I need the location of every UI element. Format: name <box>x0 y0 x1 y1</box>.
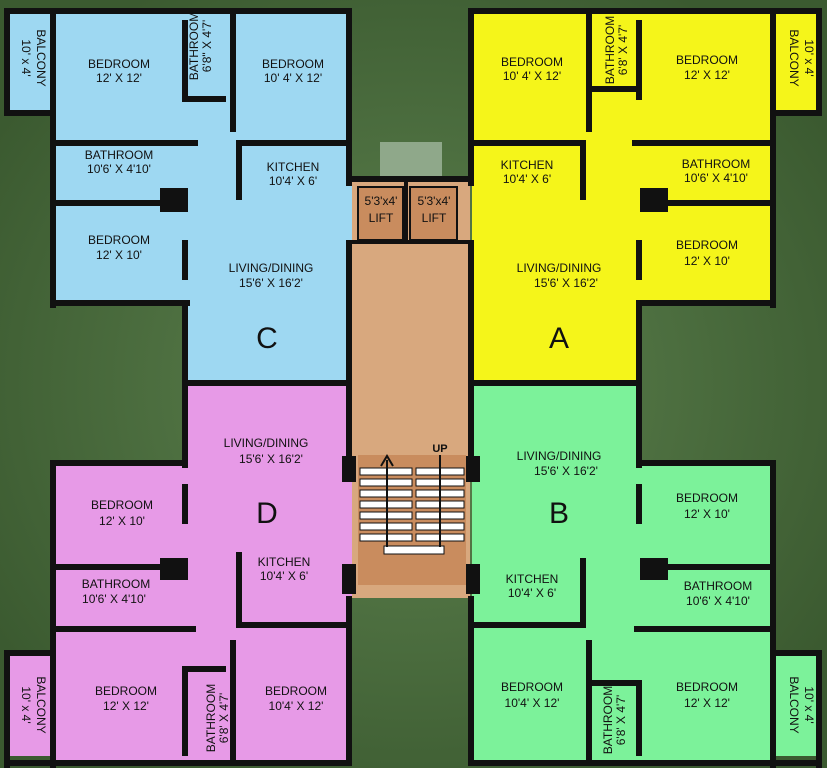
unit-c: BALCONY 10' x 4' BEDROOM 12' X 12' BATHR… <box>4 8 352 386</box>
unit-c-balcony-label: BALCONY <box>34 29 48 86</box>
unit-c-floor <box>50 8 352 382</box>
core-walls <box>342 176 480 594</box>
unit-d-walls <box>4 386 352 768</box>
unit-a-bedroom-mid-label: BEDROOM <box>676 238 738 252</box>
unit-d-floor <box>50 386 352 760</box>
unit-d-bathroom-small-label: BATHROOM <box>204 684 218 752</box>
unit-d-bedroom-bottom-right-label: BEDROOM <box>265 684 327 698</box>
unit-b-bedroom-mid-dim: 12' X 10' <box>684 507 730 521</box>
unit-c-bedroom-mid-dim: 12' X 10' <box>96 248 142 262</box>
unit-a: BALCONY 10' x 4' BEDROOM 10' 4' X 12' BA… <box>468 8 822 386</box>
unit-a-floor <box>472 8 776 382</box>
unit-a-balcony-dim: 10' x 4' <box>802 39 816 76</box>
unit-d-bedroom-mid-dim: 12' X 10' <box>99 514 145 528</box>
unit-d-bathroom-dim: 10'6' X 4'10' <box>82 592 146 606</box>
unit-c-balcony-dim: 10' x 4' <box>19 39 33 76</box>
unit-c-letter: C <box>256 322 278 355</box>
unit-b-living-label: LIVING/DINING <box>517 449 602 463</box>
unit-c-bathroom-dim: 10'6' X 4'10' <box>87 162 151 176</box>
unit-c-bedroom-top-right-dim: 10' 4' X 12' <box>264 71 322 85</box>
unit-c-bedroom-top-left-label: BEDROOM <box>88 57 150 71</box>
unit-b-bedroom-bottom-right-dim: 12' X 12' <box>684 696 730 710</box>
unit-a-bedroom-top-left-label: BEDROOM <box>501 55 563 69</box>
unit-d-living-dim: 15'6' X 16'2' <box>239 452 303 466</box>
unit-a-bathroom-small-dim: 6'8' X 4'7' <box>616 25 630 76</box>
unit-c-bedroom-top-left-dim: 12' X 12' <box>96 71 142 85</box>
unit-d-bathroom-small-dim: 6'8' X 4'7' <box>217 693 231 744</box>
unit-b: LIVING/DINING 15'6' X 16'2' B BEDROOM 12… <box>468 386 822 768</box>
stair-up-arrow-icon <box>380 454 441 547</box>
unit-c-living-dim: 15'6' X 16'2' <box>239 276 303 290</box>
unit-a-bathroom-dim: 10'6' X 4'10' <box>684 171 748 185</box>
unit-c-bedroom-mid-label: BEDROOM <box>88 233 150 247</box>
unit-d-balcony <box>6 654 50 756</box>
unit-c-walls <box>4 8 352 386</box>
unit-c-bathroom-small-label: BATHROOM <box>187 12 201 80</box>
unit-a-kitchen-dim: 10'4' X 6' <box>503 172 551 186</box>
unit-d-living-label: LIVING/DINING <box>224 436 309 450</box>
unit-c-bathroom-label: BATHROOM <box>85 148 153 162</box>
stair-up-label: UP <box>432 443 447 455</box>
unit-a-living-dim: 15'6' X 16'2' <box>534 276 598 290</box>
unit-a-bedroom-top-right-dim: 12' X 12' <box>684 68 730 82</box>
lift-left-label: LIFT <box>369 211 394 225</box>
unit-a-bathroom-small-label: BATHROOM <box>603 16 617 84</box>
unit-b-bedroom-bottom-left-dim: 10'4' X 12' <box>505 696 560 710</box>
unit-c-balcony <box>6 12 50 112</box>
unit-b-kitchen-label: KITCHEN <box>506 572 559 586</box>
lift-right-dim: 5'3'x4' <box>418 194 451 208</box>
unit-b-floor <box>472 386 776 760</box>
unit-a-walls <box>468 8 822 386</box>
unit-d-balcony-dim: 10' x 4' <box>19 686 33 723</box>
unit-b-walls <box>468 386 822 768</box>
unit-b-bedroom-mid-label: BEDROOM <box>676 491 738 505</box>
stair-landing <box>358 455 466 585</box>
unit-d: LIVING/DINING 15'6' X 16'2' D BEDROOM 12… <box>4 386 352 768</box>
unit-b-bathroom-dim: 10'6' X 4'10' <box>686 594 750 608</box>
unit-a-living-label: LIVING/DINING <box>517 261 602 275</box>
unit-c-bedroom-top-right-label: BEDROOM <box>262 57 324 71</box>
unit-a-balcony-label: BALCONY <box>787 29 801 86</box>
unit-b-bedroom-bottom-right-label: BEDROOM <box>676 680 738 694</box>
unit-d-bathroom-label: BATHROOM <box>82 577 150 591</box>
unit-a-balcony <box>776 12 821 112</box>
lift-shaft-right <box>409 186 458 241</box>
unit-b-kitchen-dim: 10'4' X 6' <box>508 586 556 600</box>
unit-d-bedroom-bottom-left-dim: 12' X 12' <box>103 699 149 713</box>
unit-b-bathroom-label: BATHROOM <box>684 579 752 593</box>
unit-a-bathroom-label: BATHROOM <box>682 157 750 171</box>
unit-c-living-label: LIVING/DINING <box>229 261 314 275</box>
unit-a-letter: A <box>549 322 569 355</box>
unit-a-bedroom-top-right-label: BEDROOM <box>676 53 738 67</box>
unit-c-kitchen-dim: 10'4' X 6' <box>269 174 317 188</box>
unit-c-bathroom-small-dim: 6'8" X 4'7' <box>200 20 214 73</box>
unit-d-kitchen-dim: 10'4' X 6' <box>260 569 308 583</box>
unit-d-bedroom-mid-label: BEDROOM <box>91 498 153 512</box>
unit-d-balcony-label: BALCONY <box>34 676 48 733</box>
unit-d-kitchen-label: KITCHEN <box>258 555 311 569</box>
core: 5'3'x4' LIFT 5'3'x4' LIFT UP <box>352 180 470 598</box>
shed-roof <box>380 142 442 176</box>
unit-c-kitchen-label: KITCHEN <box>267 160 320 174</box>
unit-a-kitchen-label: KITCHEN <box>501 158 554 172</box>
unit-d-letter: D <box>256 497 278 530</box>
unit-a-bedroom-top-left-dim: 10' 4' X 12' <box>503 69 561 83</box>
unit-b-balcony-label: BALCONY <box>787 676 801 733</box>
unit-b-letter: B <box>549 497 569 530</box>
unit-b-balcony-dim: 10' x 4' <box>802 686 816 723</box>
unit-d-bedroom-bottom-left-label: BEDROOM <box>95 684 157 698</box>
unit-d-bedroom-bottom-right-dim: 10'4' X 12' <box>269 699 324 713</box>
unit-b-living-dim: 15'6' X 16'2' <box>534 464 598 478</box>
unit-b-bathroom-small-dim: 6'8' X 4'7' <box>614 695 628 746</box>
lift-right-label: LIFT <box>422 211 447 225</box>
lift-left-dim: 5'3'x4' <box>365 194 398 208</box>
unit-b-balcony <box>776 654 821 756</box>
unit-a-bedroom-mid-dim: 12' X 10' <box>684 254 730 268</box>
unit-b-bedroom-bottom-left-label: BEDROOM <box>501 680 563 694</box>
unit-b-bathroom-small-label: BATHROOM <box>601 686 615 754</box>
